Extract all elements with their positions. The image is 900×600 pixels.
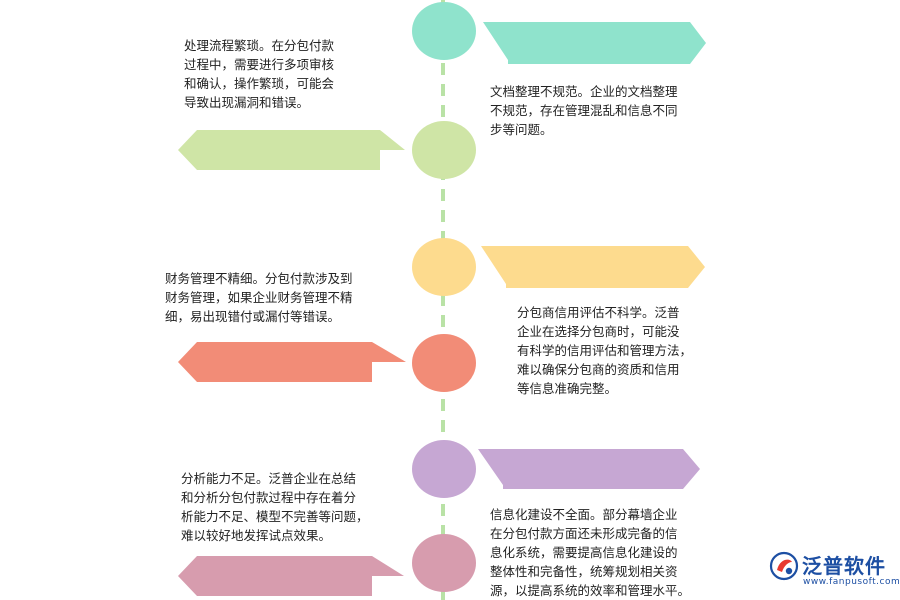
brand-url: www.fanpusoft.com xyxy=(803,577,900,587)
arrow-banner-6 xyxy=(178,556,404,596)
brand-name: 泛普软件 xyxy=(802,554,886,578)
arrow-banner-5 xyxy=(478,449,700,489)
arrow-banner-4 xyxy=(178,342,406,382)
timeline-node-6 xyxy=(412,534,476,592)
item-text-2: 文档整理不规范。企业的文档整理 不规范，存在管理混乱和信息不同 步等问题。 xyxy=(490,84,678,137)
timeline-node-5 xyxy=(412,440,476,498)
brand-logo: 泛普软件 www.fanpusoft.com xyxy=(768,548,900,598)
timeline-node-2 xyxy=(412,121,476,179)
arrow-banner-2 xyxy=(178,130,405,170)
item-text-5: 分析能力不足。泛普企业在总结 和分析分包付款过程中存在着分 析能力不足、模型不完… xyxy=(181,471,369,543)
timeline-node-1 xyxy=(412,2,476,60)
arrow-banner-3 xyxy=(481,246,705,288)
item-text-1: 处理流程繁琐。在分包付款 过程中，需要进行多项审核 和确认，操作繁琐，可能会 导… xyxy=(184,38,335,110)
timeline-node-4 xyxy=(412,334,476,392)
item-text-6: 信息化建设不全面。部分幕墙企业 在分包付款方面还未形成完备的信 息化系统，需要提… xyxy=(490,507,691,598)
item-text-4: 分包商信用评估不科学。泛普 企业在选择分包商时，可能没 有科学的信用评估和管理方… xyxy=(517,305,693,396)
timeline-node-3 xyxy=(412,238,476,296)
fanpu-logo-icon xyxy=(769,551,799,581)
item-text-3: 财务管理不精细。分包付款涉及到 财务管理，如果企业财务管理不精 细，易出现错付或… xyxy=(165,271,353,324)
arrow-banner-1 xyxy=(483,22,706,64)
